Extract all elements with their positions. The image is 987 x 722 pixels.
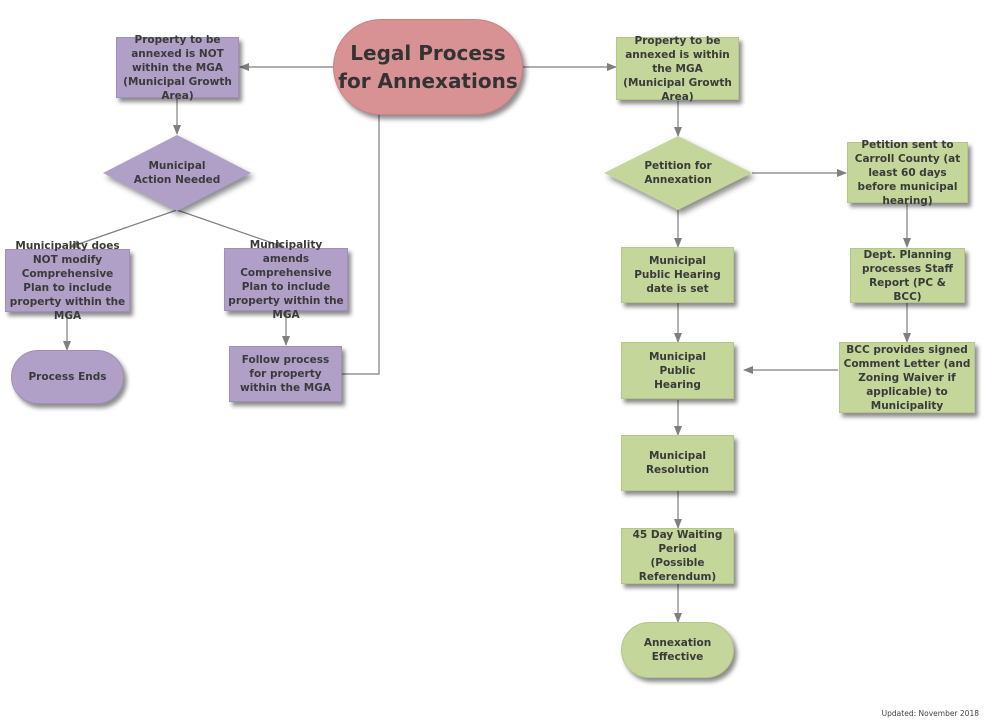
node-label: Municipal Public Hearing date is set: [634, 255, 721, 295]
node-staff-report: Dept. Planning processes Staff Report (P…: [850, 248, 965, 303]
connector-decision-to-amend: [176, 209, 285, 248]
node-label: BCC provides signed Comment Letter (and …: [843, 343, 971, 412]
node-resolution: Municipal Resolution: [621, 435, 734, 491]
terminator-annexation-effective: Annexation Effective: [621, 622, 734, 678]
node-label: Municipal Resolution: [645, 450, 710, 476]
node-label: Petition sent to Carroll County (at leas…: [854, 138, 961, 207]
node-no-modify-plan: Municipality does NOT modify Comprehensi…: [5, 240, 130, 322]
node-not-within-mga: Property to be annexed is NOT within the…: [116, 34, 239, 102]
title-terminator: Legal Process for Annexations: [333, 19, 523, 115]
node-waiting-period: 45 Day Waiting Period (Possible Referend…: [621, 528, 734, 584]
decision-label: Petition for Annexation: [644, 160, 712, 186]
node-public-hearing: Municipal Public Hearing: [621, 342, 734, 399]
node-label: Follow process for property within the M…: [240, 354, 331, 394]
node-label: Property to be annexed is NOT within the…: [123, 33, 232, 102]
node-label: Annexation Effective: [643, 637, 712, 663]
node-label: Municipality amends Comprehensive Plan t…: [228, 238, 344, 321]
node-hearing-date: Municipal Public Hearing date is set: [621, 247, 734, 303]
connector-follow-to-in-mga: [342, 67, 380, 375]
terminator-process-ends: Process Ends: [11, 350, 124, 404]
decision-petition: Petition for Annexation: [604, 136, 752, 210]
node-label: 45 Day Waiting Period (Possible Referend…: [632, 529, 723, 583]
decision-label: Municipal Action Needed: [133, 160, 221, 186]
decision-municipal-action: Municipal Action Needed: [103, 135, 251, 211]
node-follow-process: Follow process for property within the M…: [229, 346, 342, 402]
node-label: Dept. Planning processes Staff Report (P…: [862, 248, 953, 303]
diagram-title: Legal Process for Annexations: [338, 41, 518, 93]
node-within-mga: Property to be annexed is within the MGA…: [616, 35, 739, 103]
node-label: Municipal Public Hearing: [648, 350, 707, 391]
node-comment-letter: BCC provides signed Comment Letter (and …: [839, 342, 975, 413]
node-label: Process Ends: [28, 371, 107, 383]
connector-decision-to-no-modify: [69, 209, 178, 248]
node-petition-sent: Petition sent to Carroll County (at leas…: [847, 139, 968, 207]
node-label: Municipality does NOT modify Comprehensi…: [9, 239, 126, 322]
node-label: Property to be annexed is within the MGA…: [623, 34, 732, 103]
updated-footer: Updated: November 2018: [881, 709, 979, 718]
node-amend-plan: Municipality amends Comprehensive Plan t…: [224, 239, 348, 321]
